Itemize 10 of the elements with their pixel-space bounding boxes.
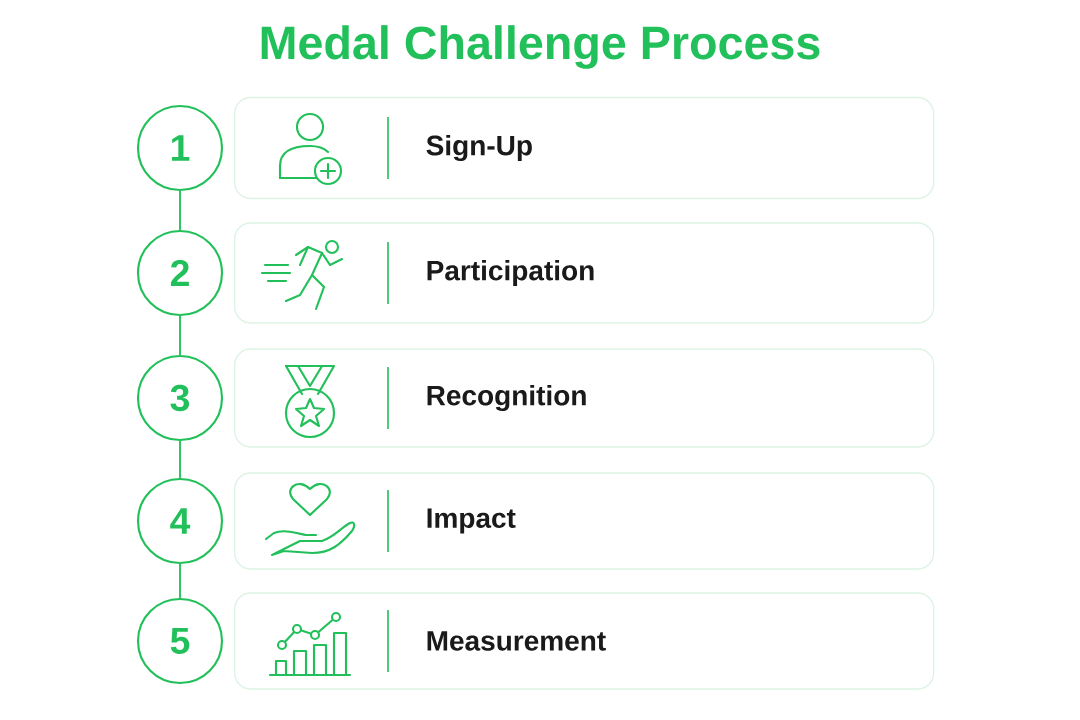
step-card: Impact bbox=[234, 472, 935, 570]
step-card: Recognition bbox=[234, 348, 935, 448]
connector-line bbox=[179, 440, 181, 479]
connector-line bbox=[179, 563, 181, 599]
step-card: Measurement bbox=[234, 592, 935, 690]
connector-line bbox=[179, 315, 181, 356]
connector-line bbox=[179, 190, 181, 231]
title: Medal Challenge Process bbox=[261, 25, 820, 69]
step-card: Participation bbox=[234, 222, 935, 324]
step-card: Sign-Up bbox=[234, 96, 935, 200]
